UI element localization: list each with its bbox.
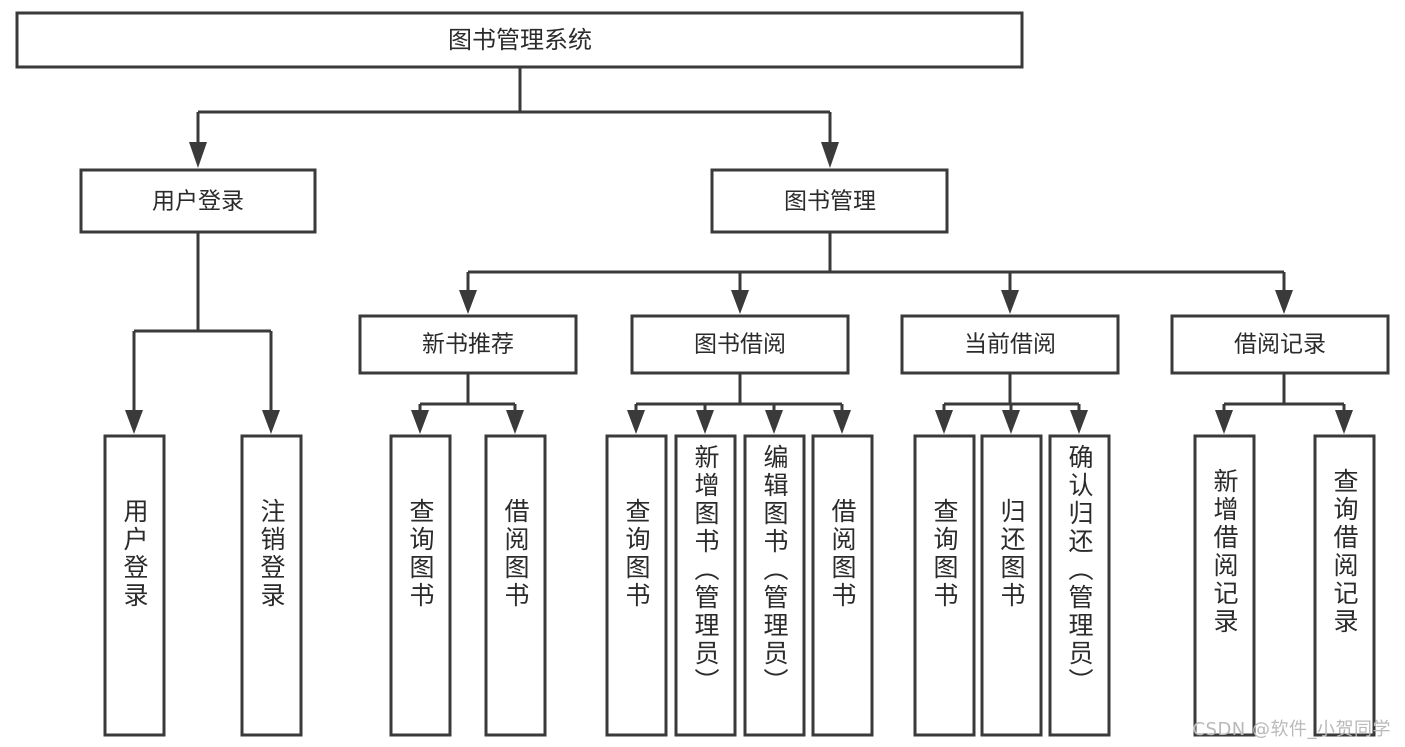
node-new-book-recommend-box[interactable]	[358, 314, 578, 375]
leaf-box-new-book-1[interactable]	[389, 434, 452, 737]
node-book-borrow-box[interactable]	[630, 314, 850, 375]
connector-new-book-to-leaves	[411, 374, 524, 434]
node-book-management-label: 图书管理	[784, 189, 876, 215]
leaf-box-book-borrow-3[interactable]	[743, 434, 806, 737]
arrowhead-l2-4	[1275, 290, 1293, 314]
arrowhead-nb-1	[411, 410, 429, 434]
arrowhead-l2-1	[459, 290, 477, 314]
connector-current-borrow-to-leaves	[935, 374, 1088, 434]
node-book-management[interactable]: 图书管理	[710, 168, 949, 234]
arrowhead-nb-2	[506, 410, 524, 434]
leaf-box-user-login-2[interactable]	[240, 434, 303, 737]
node-root-box[interactable]	[15, 11, 1024, 69]
node-current-borrow-label: 当前借阅	[964, 332, 1056, 358]
arrowhead-bb-2	[696, 410, 714, 434]
arrowhead-l2-3	[1001, 290, 1019, 314]
node-borrow-record-label: 借阅记录	[1234, 332, 1326, 358]
leaf-box-borrow-record-2[interactable]	[1313, 434, 1376, 737]
node-book-borrow[interactable]: 图书借阅	[630, 314, 850, 375]
node-new-book-recommend[interactable]: 新书推荐	[358, 314, 578, 375]
arrowhead-l2-2	[731, 290, 749, 314]
node-user-login[interactable]: 用户登录	[79, 168, 317, 234]
arrowhead-bb-4	[833, 410, 851, 434]
leaf-box-new-book-2[interactable]	[484, 434, 547, 737]
arrowhead-login-2	[262, 410, 280, 434]
leaf-box-current-borrow-2[interactable]	[980, 434, 1043, 737]
arrowhead-cb-2	[1002, 410, 1020, 434]
arrowhead-cb-3	[1070, 410, 1088, 434]
csdn-watermark: CSDN @软件_小贺同学	[1192, 719, 1391, 740]
leaf-box-book-borrow-4[interactable]	[811, 434, 874, 737]
node-root[interactable]: 图书管理系统	[15, 11, 1024, 69]
node-root-label: 图书管理系统	[448, 26, 592, 54]
connector-borrow-record-to-leaves	[1215, 374, 1353, 434]
arrowhead-cb-1	[935, 410, 953, 434]
node-borrow-record[interactable]: 借阅记录	[1170, 314, 1390, 375]
node-current-borrow[interactable]: 当前借阅	[900, 314, 1120, 375]
leaf-box-current-borrow-1[interactable]	[913, 434, 976, 737]
leaf-box-current-borrow-3[interactable]	[1048, 434, 1111, 737]
leaf-box-book-borrow-1[interactable]	[605, 434, 668, 737]
connector-user-login-to-leaves	[125, 233, 280, 434]
arrowhead-bb-1	[627, 410, 645, 434]
node-user-login-label: 用户登录	[152, 189, 244, 215]
arrowhead-login-1	[125, 410, 143, 434]
leaf-box-user-login-1[interactable]	[103, 434, 166, 737]
arrowhead-br-2	[1335, 410, 1353, 434]
node-new-book-recommend-label: 新书推荐	[422, 332, 514, 358]
arrowhead-bb-3	[765, 410, 783, 434]
node-book-borrow-label: 图书借阅	[694, 332, 786, 358]
arrowhead-user-login	[189, 142, 207, 168]
node-borrow-record-box[interactable]	[1170, 314, 1390, 375]
connector-book-borrow-to-leaves	[627, 374, 851, 434]
connector-root-to-level1	[189, 68, 839, 168]
leaf-box-book-borrow-2[interactable]	[674, 434, 737, 737]
connector-book-mgmt-to-level2	[459, 233, 1293, 314]
node-user-login-box[interactable]	[79, 168, 317, 234]
leaf-box-borrow-record-1[interactable]	[1193, 434, 1256, 737]
node-current-borrow-box[interactable]	[900, 314, 1120, 375]
node-book-management-box[interactable]	[710, 168, 949, 234]
arrowhead-br-1	[1215, 410, 1233, 434]
arrowhead-book-mgmt	[821, 142, 839, 168]
